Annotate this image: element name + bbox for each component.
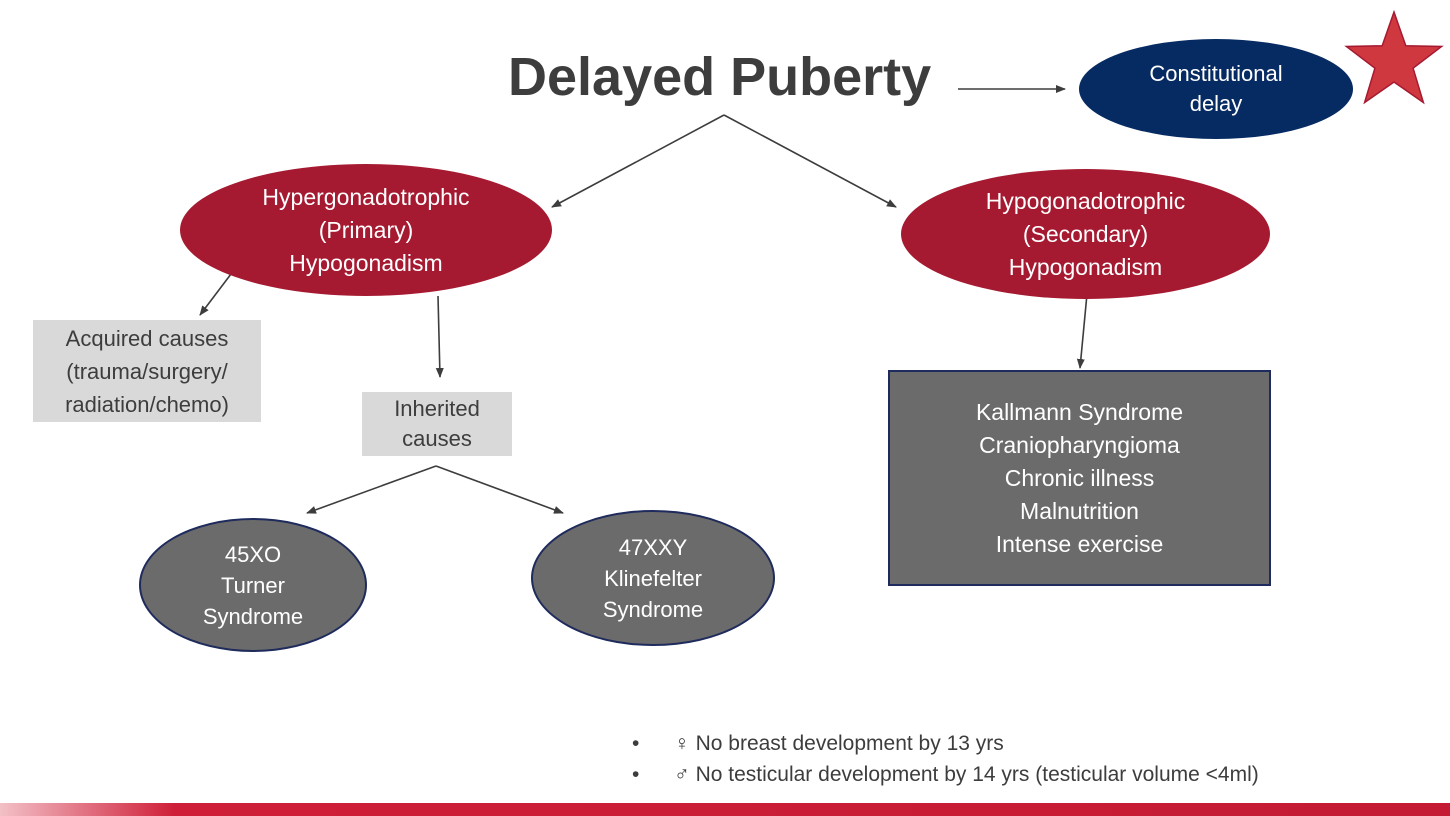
secondary-line-3: Hypogonadism xyxy=(1008,253,1163,280)
turner-syndrome-node: 45XO Turner Syndrome xyxy=(139,518,367,652)
footer-accent-bar xyxy=(0,803,1450,816)
turner-line-3: Syndrome xyxy=(202,603,304,629)
secondary-cause-item: Kallmann Syndrome xyxy=(975,398,1184,425)
inherited-line-2: causes xyxy=(402,426,472,451)
acquired-line-2: (trauma/surgery/ xyxy=(66,358,228,384)
secondary-line-2: (Secondary) xyxy=(1022,220,1149,247)
secondary-cause-item: Malnutrition xyxy=(1020,497,1139,524)
primary-line-2: (Primary) xyxy=(318,216,414,243)
arrow-title-to-secondary xyxy=(723,114,897,208)
secondary-hypogonadism-node: Hypogonadotrophic (Secondary) Hypogonadi… xyxy=(901,169,1270,299)
primary-line-1: Hypergonadotrophic xyxy=(262,183,470,210)
criteria-bullet-female: • ♀ No breast development by 13 yrs xyxy=(632,728,1259,759)
arrow-title-to-primary xyxy=(551,114,725,208)
bullet-marker: • xyxy=(632,763,640,786)
constitutional-delay-node: Constitutional delay xyxy=(1079,39,1353,139)
female-criterion-text: No breast development by 13 yrs xyxy=(695,732,1004,755)
klinefelter-syndrome-node: 47XXY Klinefelter Syndrome xyxy=(531,510,775,646)
constitutional-line-1: Constitutional xyxy=(1149,61,1283,86)
arrow-secondary-to-causes xyxy=(1076,293,1088,369)
acquired-causes-box: Acquired causes (trauma/surgery/ radiati… xyxy=(33,320,261,422)
constitutional-line-2: delay xyxy=(1189,91,1243,116)
male-criterion-text: No testicular development by 14 yrs (tes… xyxy=(695,763,1259,786)
arrow-primary-to-acquired xyxy=(199,273,232,316)
diagram-title: Delayed Puberty xyxy=(508,47,932,107)
bullet-marker: • xyxy=(632,732,640,755)
acquired-line-3: radiation/chemo) xyxy=(65,391,229,417)
inherited-causes-box: Inherited causes xyxy=(362,392,512,456)
turner-line-1: 45XO xyxy=(224,541,282,567)
klinefelter-line-2: Klinefelter xyxy=(604,565,702,591)
acquired-line-1: Acquired causes xyxy=(65,325,229,351)
primary-line-3: Hypogonadism xyxy=(289,249,443,276)
secondary-cause-item: Chronic illness xyxy=(1004,464,1155,491)
secondary-line-1: Hypogonadotrophic xyxy=(985,187,1186,214)
male-symbol-icon: ♂ xyxy=(674,763,690,786)
klinefelter-line-1: 47XXY xyxy=(618,534,688,560)
secondary-causes-box: Kallmann Syndrome Craniopharyngioma Chro… xyxy=(888,370,1271,586)
inherited-line-1: Inherited xyxy=(394,396,480,421)
criteria-bullet-male: • ♂ No testicular development by 14 yrs … xyxy=(632,759,1259,790)
arrow-inherited-to-turner xyxy=(306,465,437,514)
turner-line-2: Turner xyxy=(221,572,285,598)
criteria-bullet-list: • ♀ No breast development by 13 yrs • ♂ … xyxy=(632,728,1259,790)
klinefelter-line-3: Syndrome xyxy=(602,596,704,622)
arrow-primary-to-inherited xyxy=(435,295,444,378)
secondary-cause-item: Craniopharyngioma xyxy=(979,431,1180,458)
female-symbol-icon: ♀ xyxy=(674,732,690,755)
star-icon xyxy=(1344,9,1444,105)
primary-hypogonadism-node: Hypergonadotrophic (Primary) Hypogonadis… xyxy=(180,164,552,296)
arrow-inherited-to-klinefelter xyxy=(435,465,564,514)
secondary-cause-item: Intense exercise xyxy=(995,530,1164,557)
